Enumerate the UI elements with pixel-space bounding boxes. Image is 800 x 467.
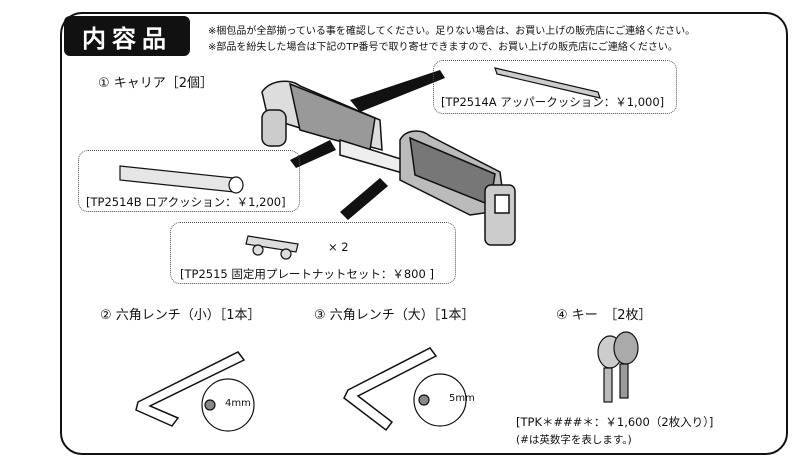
lower-cushion-label: [TP2514B ロアクッション：￥1,200] (86, 194, 286, 210)
large-wrench-label: ③ 六角レンチ（大）［1本］ (314, 304, 475, 323)
plate-nut-label: [TP2515 固定用プレートナットセット：￥800 ] (180, 266, 434, 282)
carrier-label: ① キャリア［2個］ (98, 72, 213, 91)
key-note: (#は英数字を表します。) (516, 432, 632, 447)
upper-cushion-label: [TP2514A アッパークッション：￥1,000] (441, 94, 664, 110)
keys-illustration (598, 332, 638, 402)
plate-nut-qty: × 2 (328, 240, 349, 254)
key-label: ④ キー ［2枚］ (556, 304, 652, 323)
large-wrench-size: 5mm (449, 393, 475, 404)
small-wrench-label: ② 六角レンチ（小）［1本］ (100, 304, 261, 323)
key-part-label: [TPK＊###＊：￥1,600（2枚入り）] (516, 414, 713, 430)
small-wrench-size: 4mm (225, 398, 251, 409)
